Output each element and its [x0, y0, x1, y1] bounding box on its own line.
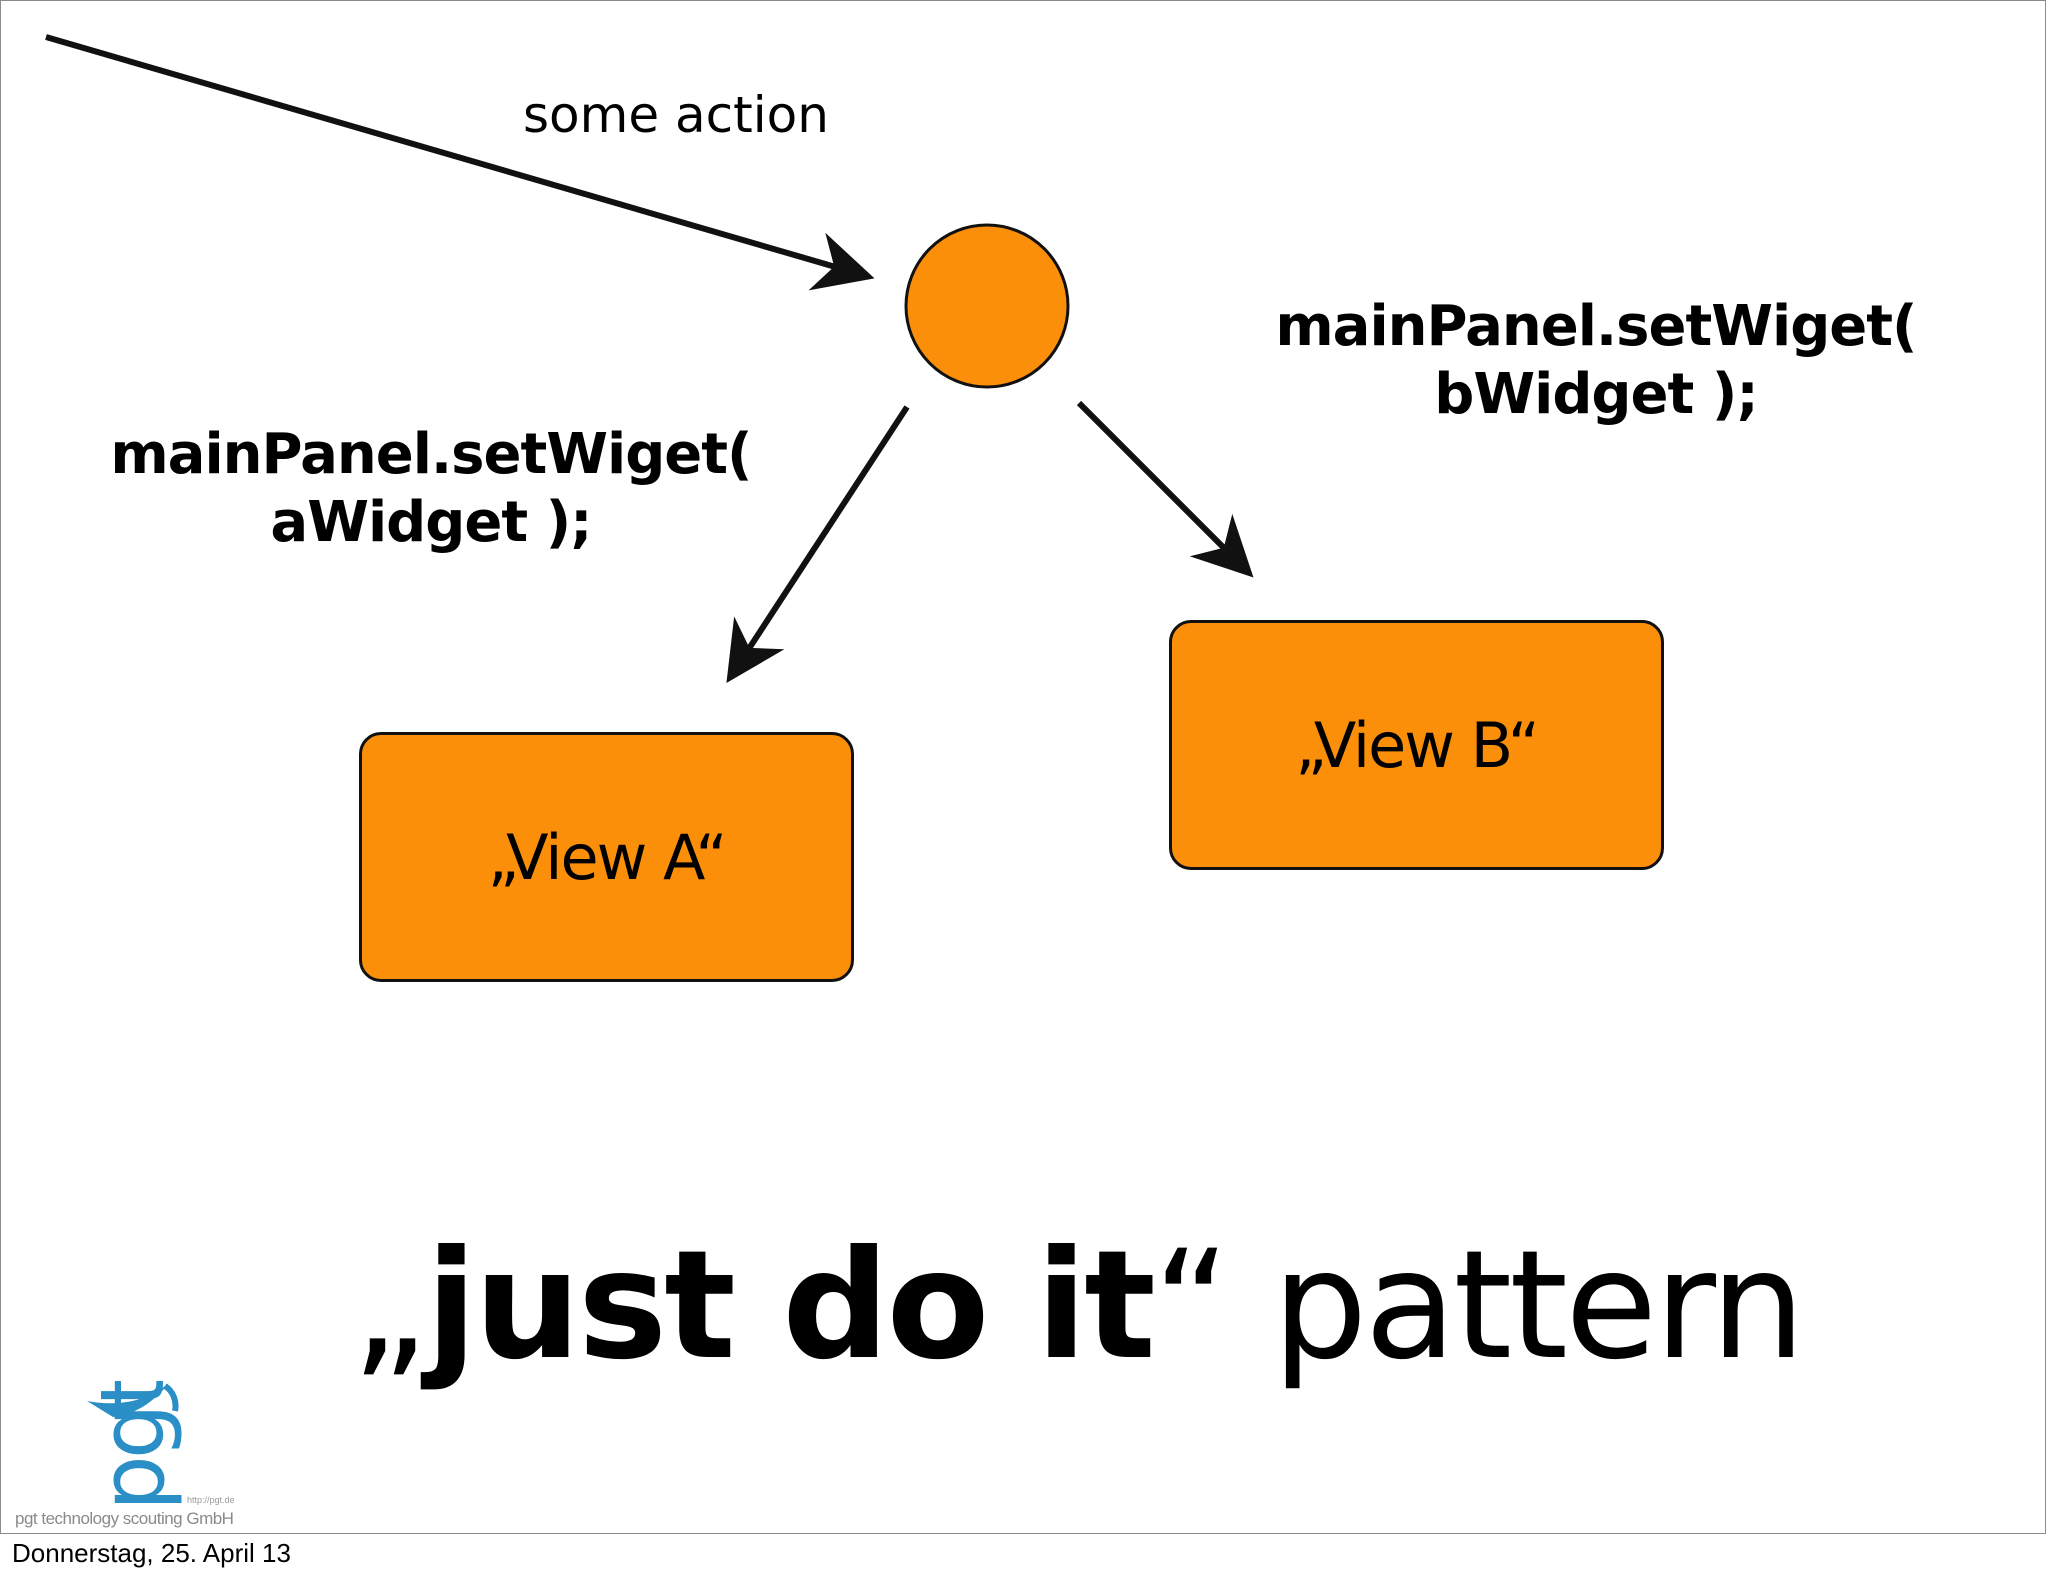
pgt-logo-icon: pgt	[81, 1374, 184, 1511]
action-label: some action	[523, 86, 829, 144]
title-bold-text: just do it	[425, 1219, 1156, 1393]
right-call-label: mainPanel.setWiget( bWidget );	[1246, 293, 1946, 429]
title-close-quote: “	[1152, 1219, 1231, 1393]
slide: some action mainPanel.setWiget( aWidget …	[0, 0, 2046, 1534]
logo-caption: pgt technology scouting GmbH	[15, 1509, 234, 1528]
left-call-label-line1: mainPanel.setWiget(	[110, 422, 752, 487]
action-node	[904, 223, 1070, 389]
arrow-to-view-a	[726, 405, 910, 684]
slide-title: „just do it“ pattern	[351, 1216, 1805, 1396]
svg-text:pgt: pgt	[81, 1381, 184, 1511]
right-call-label-line1: mainPanel.setWiget(	[1275, 294, 1917, 359]
arrow-to-view-b	[1076, 400, 1254, 578]
action-arrow	[45, 34, 875, 291]
right-call-label-line2: bWidget );	[1434, 362, 1758, 427]
diagram-canvas	[45, 34, 1254, 684]
view-a-box: „View A“	[359, 732, 854, 982]
logo-url: http://pgt.de	[187, 1495, 235, 1505]
view-b-label: „View B“	[1295, 708, 1540, 782]
title-rest: pattern	[1227, 1219, 1805, 1393]
left-call-label-line2: aWidget );	[270, 490, 592, 555]
view-a-label: „View A“	[487, 820, 727, 894]
title-open-quote: „	[351, 1219, 429, 1393]
footer-date: Donnerstag, 25. April 13	[12, 1538, 291, 1568]
left-call-label: mainPanel.setWiget( aWidget );	[81, 421, 781, 557]
view-b-box: „View B“	[1169, 620, 1664, 870]
company-logo: pgt	[15, 1374, 255, 1536]
